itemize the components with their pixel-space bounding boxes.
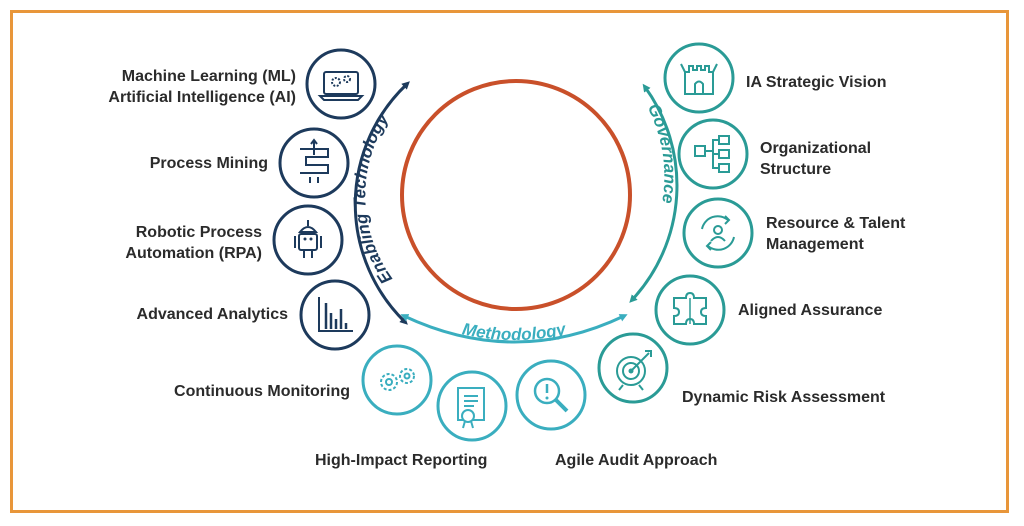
- laptop-gears-icon: [305, 48, 377, 120]
- label-ml-ai: Machine Learning (ML) Artificial Intelli…: [108, 68, 296, 106]
- robot-icon: [272, 204, 344, 276]
- label-dynamic-risk: Dynamic Risk Assessment: [682, 389, 886, 406]
- technology-arc: [353, 81, 410, 325]
- center-ring: [400, 79, 632, 311]
- report-certificate-icon: [436, 370, 508, 442]
- process-flow-icon: [278, 127, 350, 199]
- castle-icon: [663, 42, 735, 114]
- label-ia-strategic-vision: IA Strategic Vision: [746, 74, 887, 91]
- governance-arc-label: Governance: [644, 101, 680, 205]
- label-high-impact-reporting: High-Impact Reporting: [315, 452, 488, 469]
- label-resource-talent: Resource & Talent Management: [766, 215, 906, 253]
- bar-chart-icon: [299, 279, 371, 351]
- label-aligned-assurance: Aligned Assurance: [738, 302, 883, 319]
- people-cycle-icon: [682, 197, 754, 269]
- methodology-arc: [400, 314, 628, 344]
- label-process-mining: Process Mining: [149, 155, 268, 172]
- puzzle-icon: [654, 274, 726, 346]
- label-continuous-monitoring: Continuous Monitoring: [174, 383, 350, 400]
- target-icon: [597, 332, 669, 404]
- technology-arc-label: Enabling Technology: [350, 109, 396, 288]
- magnifier-alert-icon: [515, 359, 587, 431]
- label-rpa: Robotic Process Automation (RPA): [125, 224, 262, 262]
- label-advanced-analytics: Advanced Analytics: [136, 306, 288, 323]
- label-agile-audit: Agile Audit Approach: [555, 452, 718, 469]
- governance-arc: [629, 83, 679, 303]
- methodology-arc-label: Methodology: [461, 319, 569, 344]
- page-frame: [10, 10, 1009, 513]
- label-org-structure: Organizational Structure: [760, 140, 872, 178]
- gears-icon: [361, 344, 433, 416]
- org-chart-icon: [677, 118, 749, 190]
